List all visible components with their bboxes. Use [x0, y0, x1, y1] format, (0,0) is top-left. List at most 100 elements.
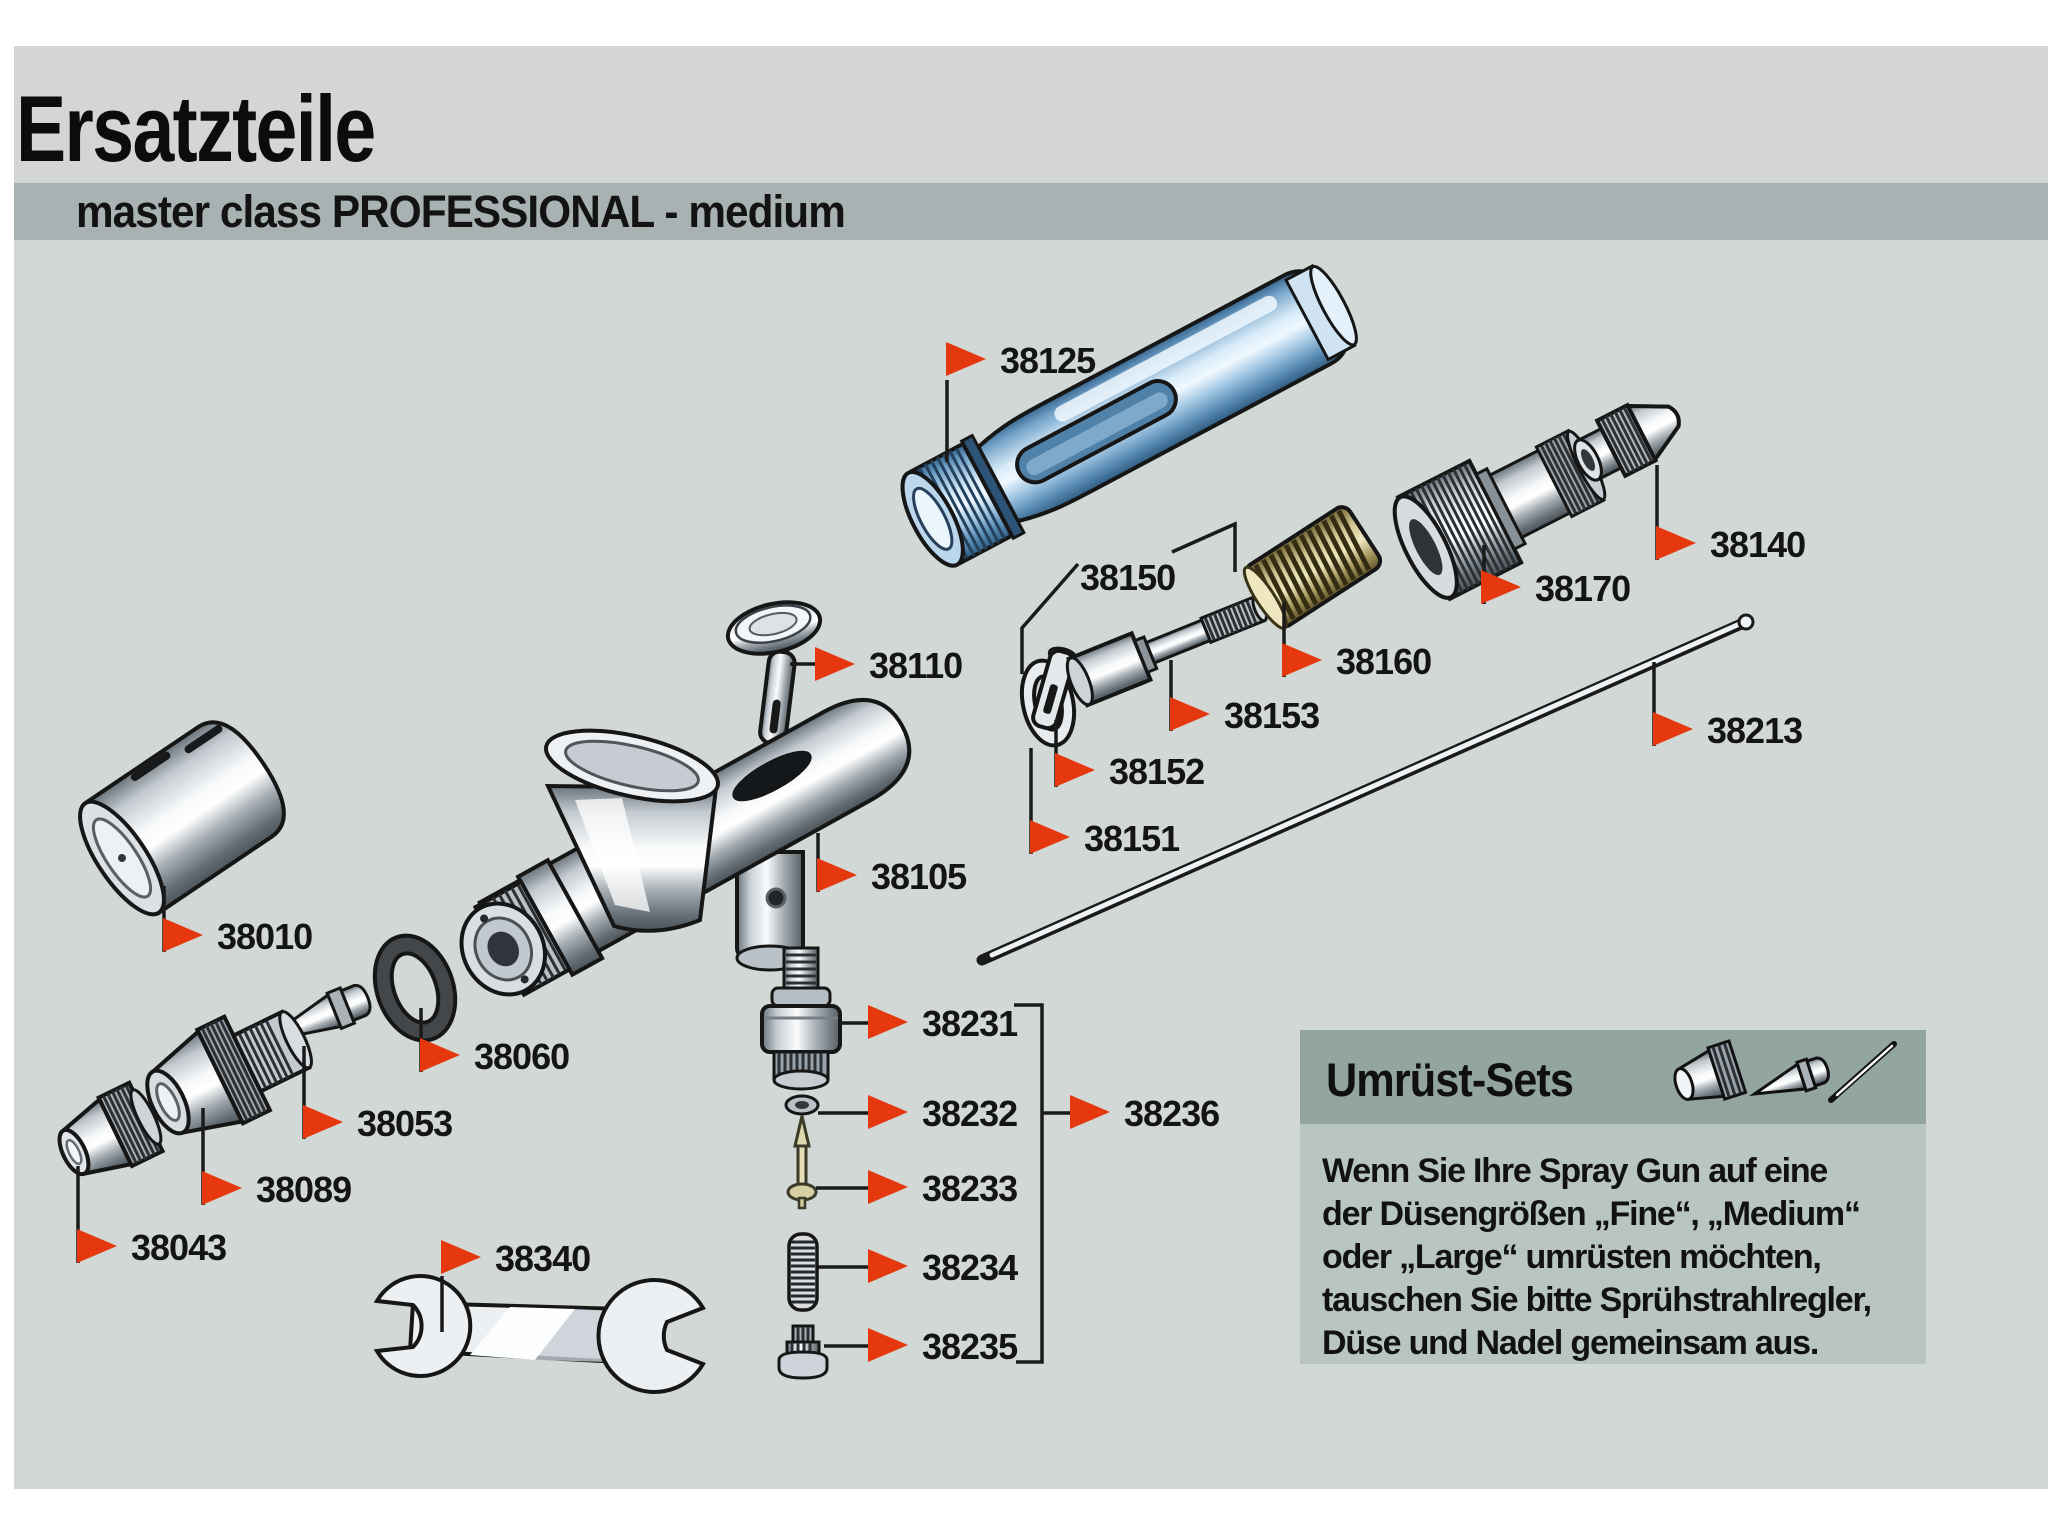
group-label-38150: 38150 [1080, 557, 1175, 598]
part-38213-drawing [976, 613, 1755, 966]
part-flag-38236: 38236 [1070, 1093, 1220, 1134]
part-flag-38152: 38152 [1055, 751, 1205, 792]
part-38234-drawing [787, 1232, 819, 1312]
flag-marker-icon [202, 1171, 242, 1205]
info-line: tauschen Sie bitte Sprühstrahlregler, [1322, 1281, 1872, 1319]
part-number-label: 38151 [1084, 818, 1180, 859]
part-number-label: 38236 [1124, 1093, 1219, 1134]
flag-marker-icon [868, 1005, 908, 1039]
part-number-label: 38140 [1710, 524, 1805, 565]
part-38060-drawing [372, 933, 458, 1043]
model-banner [14, 183, 2048, 240]
info-line: oder „Large“ umrüsten möchten, [1322, 1238, 1822, 1276]
part-number-label: 38110 [869, 645, 962, 686]
part-38089-drawing [145, 1009, 313, 1136]
title-strip [14, 46, 2048, 183]
part-number-label: 38105 [871, 856, 967, 897]
flag-marker-icon [1653, 712, 1693, 746]
page-title: Ersatzteile [16, 76, 376, 181]
flag-marker-icon [163, 918, 203, 952]
part-flag-38151: 38151 [1030, 818, 1181, 859]
flag-marker-icon [303, 1105, 343, 1139]
part-number-label: 38235 [922, 1326, 1018, 1367]
flag-marker-icon [868, 1170, 908, 1204]
part-number-label: 38160 [1336, 641, 1431, 682]
body-side-hole [765, 887, 787, 909]
umruest-sets-title: Umrüst-Sets [1326, 1053, 1574, 1106]
flag-marker-icon [868, 1249, 908, 1283]
flag-marker-icon [420, 1038, 460, 1072]
flag-marker-icon [946, 342, 986, 376]
part-flag-38010: 38010 [163, 916, 313, 957]
part-flag-38089: 38089 [202, 1169, 352, 1210]
part-number-label: 38170 [1535, 568, 1630, 609]
part-number-label: 38340 [495, 1238, 590, 1279]
part-38010-drawing [78, 720, 286, 917]
part-flag-38233: 38233 [868, 1168, 1018, 1209]
part-number-label: 38089 [256, 1169, 351, 1210]
part-38233-drawing [786, 1115, 818, 1210]
part-38235-drawing [777, 1324, 829, 1380]
flag-marker-icon [1481, 570, 1521, 604]
part-38043-drawing [57, 1080, 166, 1177]
flag-marker-icon [1282, 643, 1322, 677]
part-number-label: 38233 [922, 1168, 1017, 1209]
umruest-sets-box: Umrüst-Sets [1300, 1030, 1926, 1364]
part-flag-38110: 38110 [815, 645, 963, 686]
nozzle-icon [1749, 1056, 1830, 1096]
part-flag-38231: 38231 [868, 1003, 1019, 1044]
flag-marker-icon [441, 1240, 481, 1274]
part-number-label: 38043 [131, 1227, 226, 1268]
bracket-38236 [1014, 1003, 1044, 1364]
flag-marker-icon [1170, 697, 1210, 731]
part-flag-38053: 38053 [303, 1103, 453, 1144]
part-number-label: 38231 [922, 1003, 1018, 1044]
part-number-label: 38125 [1000, 340, 1096, 381]
body-funnel-drawing [543, 728, 721, 933]
part-flag-38234: 38234 [868, 1247, 1019, 1288]
flag-marker-icon [1055, 753, 1095, 787]
bracket-38150-left [1020, 562, 1080, 674]
model-banner-label: master class PROFESSIONAL - medium [76, 186, 846, 237]
part-38110-drawing [725, 600, 823, 656]
part-flag-38153: 38153 [1170, 695, 1320, 736]
part-flag-38232: 38232 [868, 1093, 1018, 1134]
part-38153-drawing [1065, 594, 1268, 708]
part-number-label: 38153 [1224, 695, 1319, 736]
flag-marker-icon [868, 1328, 908, 1362]
umruest-sets-header: Umrüst-Sets [1300, 1030, 1926, 1124]
part-number-label: 38010 [217, 916, 312, 957]
body-slot [732, 750, 812, 802]
part-flag-38125: 38125 [946, 340, 1097, 381]
part-38140-drawing [1573, 402, 1681, 482]
part-flag-38170: 38170 [1481, 568, 1631, 609]
umruest-sets-icons [1673, 1039, 1897, 1103]
part-number-label: 38232 [922, 1093, 1017, 1134]
info-line: der Düsengrößen „Fine“, „Medium“ [1322, 1195, 1861, 1233]
flag-marker-icon [1030, 820, 1070, 854]
part-flag-38160: 38160 [1282, 641, 1432, 682]
part-flag-38340: 38340 [441, 1238, 591, 1279]
part-38340-drawing [373, 1274, 706, 1394]
part-flag-38105: 38105 [817, 856, 968, 897]
part-38125-drawing [900, 263, 1358, 568]
part-flag-38060: 38060 [420, 1036, 570, 1077]
flag-marker-icon [868, 1095, 908, 1129]
needle-icon [1828, 1041, 1897, 1103]
bracket-38150-right [1171, 521, 1237, 572]
part-38231-drawing [760, 946, 842, 1091]
flag-marker-icon [1070, 1095, 1110, 1129]
air-cap-icon [1673, 1039, 1748, 1102]
part-number-label: 38053 [357, 1103, 452, 1144]
flag-marker-icon [77, 1229, 117, 1263]
part-number-label: 38234 [922, 1247, 1018, 1288]
trigger-stem-drawing [758, 649, 797, 746]
info-line: Wenn Sie Ihre Spray Gun auf eine [1322, 1152, 1828, 1190]
part-flag-38043: 38043 [77, 1227, 227, 1268]
part-flag-38235: 38235 [868, 1326, 1019, 1367]
part-38232-drawing [784, 1094, 820, 1116]
info-line: Düse und Nadel gemeinsam aus. [1322, 1324, 1819, 1362]
